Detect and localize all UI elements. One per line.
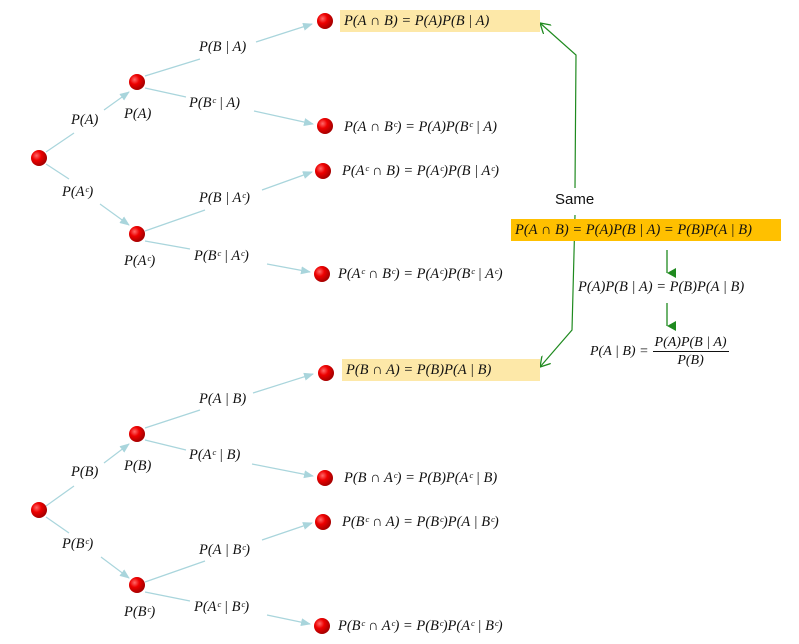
branch-root-to-b	[45, 485, 75, 507]
green-arrow-down-to-bottom-outcome	[540, 214, 576, 367]
branch-a-to-b	[144, 58, 201, 77]
tree-b-nodes	[31, 365, 334, 634]
branch-ac-to-bc-arrow	[266, 263, 311, 275]
same-connector	[540, 23, 676, 367]
bayes-denominator: P(B)	[677, 353, 704, 368]
node-ac	[129, 226, 145, 242]
tree-b-branches	[45, 372, 314, 627]
outcome-ac-and-bc: P(Aᶜ ∩ Bᶜ) = P(Aᶜ)P(Bᶜ | Aᶜ)	[338, 266, 503, 282]
outcome-bc-and-ac: P(Bᶜ ∩ Aᶜ) = P(Bᶜ)P(Aᶜ | Bᶜ)	[338, 618, 503, 634]
branch-label-p-bc: P(Bᶜ)	[62, 536, 94, 552]
bayes-formula: P(A | B) = P(A)P(B | A) P(B)	[590, 334, 729, 369]
node-root-a	[31, 150, 47, 166]
branch-a-to-bc-arrow	[253, 110, 314, 126]
outcome-ac-and-b: P(Aᶜ ∩ B) = P(Aᶜ)P(B | Aᶜ)	[342, 163, 499, 179]
branch-label-p-b-given-a: P(B | A)	[199, 39, 247, 55]
node-label-p-bc: P(Bᶜ)	[124, 604, 156, 620]
branch-root-to-b-arrow	[103, 443, 130, 464]
branch-label-p-a-given-b: P(A | B)	[199, 391, 247, 407]
branch-ac-to-bc	[144, 240, 191, 250]
outcome-bc-and-a: P(Bᶜ ∩ A) = P(Bᶜ)P(A | Bᶜ)	[342, 514, 499, 530]
branch-label-p-a: P(A)	[71, 112, 99, 128]
branch-root-to-a-arrow	[103, 91, 130, 111]
node-outcome-a-bc	[317, 118, 333, 134]
branch-ac-to-b-arrow	[261, 171, 313, 191]
branch-a-to-b-arrow	[255, 22, 313, 43]
node-outcome-b-ac	[317, 470, 333, 486]
branch-root-to-a	[45, 132, 75, 153]
branch-root-to-bc	[45, 516, 70, 534]
branch-label-p-ac-given-b: P(Aᶜ | B)	[189, 447, 241, 463]
step-equation: P(A)P(B | A) = P(B)P(A | B)	[578, 279, 745, 295]
branch-label-p-ac-given-bc: P(Aᶜ | Bᶜ)	[194, 599, 250, 615]
branch-label-p-a-given-bc: P(A | Bᶜ)	[199, 542, 251, 558]
branch-ac-to-b	[144, 209, 206, 232]
branch-b-to-a	[144, 409, 201, 429]
branch-b-to-ac-arrow	[251, 463, 314, 479]
branch-b-to-ac	[144, 439, 187, 451]
node-bc	[129, 577, 145, 593]
outcome-b-and-ac: P(B ∩ Aᶜ) = P(B)P(Aᶜ | B)	[344, 470, 498, 486]
branch-label-p-b-given-ac: P(B | Aᶜ)	[199, 190, 251, 206]
node-b	[129, 426, 145, 442]
node-outcome-bc-a	[315, 514, 331, 530]
green-arrow-up-to-top-outcome	[540, 23, 577, 189]
branch-bc-to-ac	[144, 591, 191, 602]
same-label: Same	[555, 191, 595, 208]
combined-equation: P(A ∩ B) = P(A)P(B | A) = P(B)P(A | B)	[511, 219, 781, 241]
node-root-b	[31, 502, 47, 518]
node-label-p-ac: P(Aᶜ)	[124, 253, 156, 269]
node-outcome-ac-b	[315, 163, 331, 179]
node-outcome-a-b	[317, 13, 333, 29]
node-outcome-bc-ac	[314, 618, 330, 634]
bayes-numerator: P(A)P(B | A)	[652, 335, 729, 352]
branch-label-p-b: P(B)	[71, 464, 99, 480]
branch-root-to-ac	[45, 163, 70, 180]
node-label-p-a: P(A)	[124, 106, 152, 122]
bayes-lhs: P(A | B) =	[590, 343, 649, 359]
branch-label-p-ac: P(Aᶜ)	[62, 184, 94, 200]
outcome-a-and-bc: P(A ∩ Bᶜ) = P(A)P(Bᶜ | A)	[344, 119, 497, 135]
node-outcome-b-a	[318, 365, 334, 381]
outcome-a-and-b: P(A ∩ B) = P(A)P(B | A)	[340, 10, 540, 32]
tree-a-branches	[45, 22, 314, 275]
branch-a-to-bc	[144, 87, 187, 98]
outcome-b-and-a: P(B ∩ A) = P(B)P(A | B)	[342, 359, 540, 381]
tree-a-nodes	[31, 13, 333, 282]
branch-root-to-ac-arrow	[99, 203, 130, 226]
branch-b-to-a-arrow	[252, 372, 314, 394]
branch-root-to-bc-arrow	[100, 556, 130, 579]
bayes-fraction: P(A)P(B | A) P(B)	[652, 334, 729, 369]
branch-label-p-bc-given-a: P(Bᶜ | A)	[189, 95, 241, 111]
branch-bc-to-a	[144, 560, 206, 583]
branch-bc-to-ac-arrow	[266, 614, 311, 627]
node-outcome-ac-bc	[314, 266, 330, 282]
node-label-p-b: P(B)	[124, 458, 152, 474]
node-a	[129, 74, 145, 90]
branch-label-p-bc-given-ac: P(Bᶜ | Aᶜ)	[194, 248, 249, 264]
branch-bc-to-a-arrow	[261, 522, 313, 541]
